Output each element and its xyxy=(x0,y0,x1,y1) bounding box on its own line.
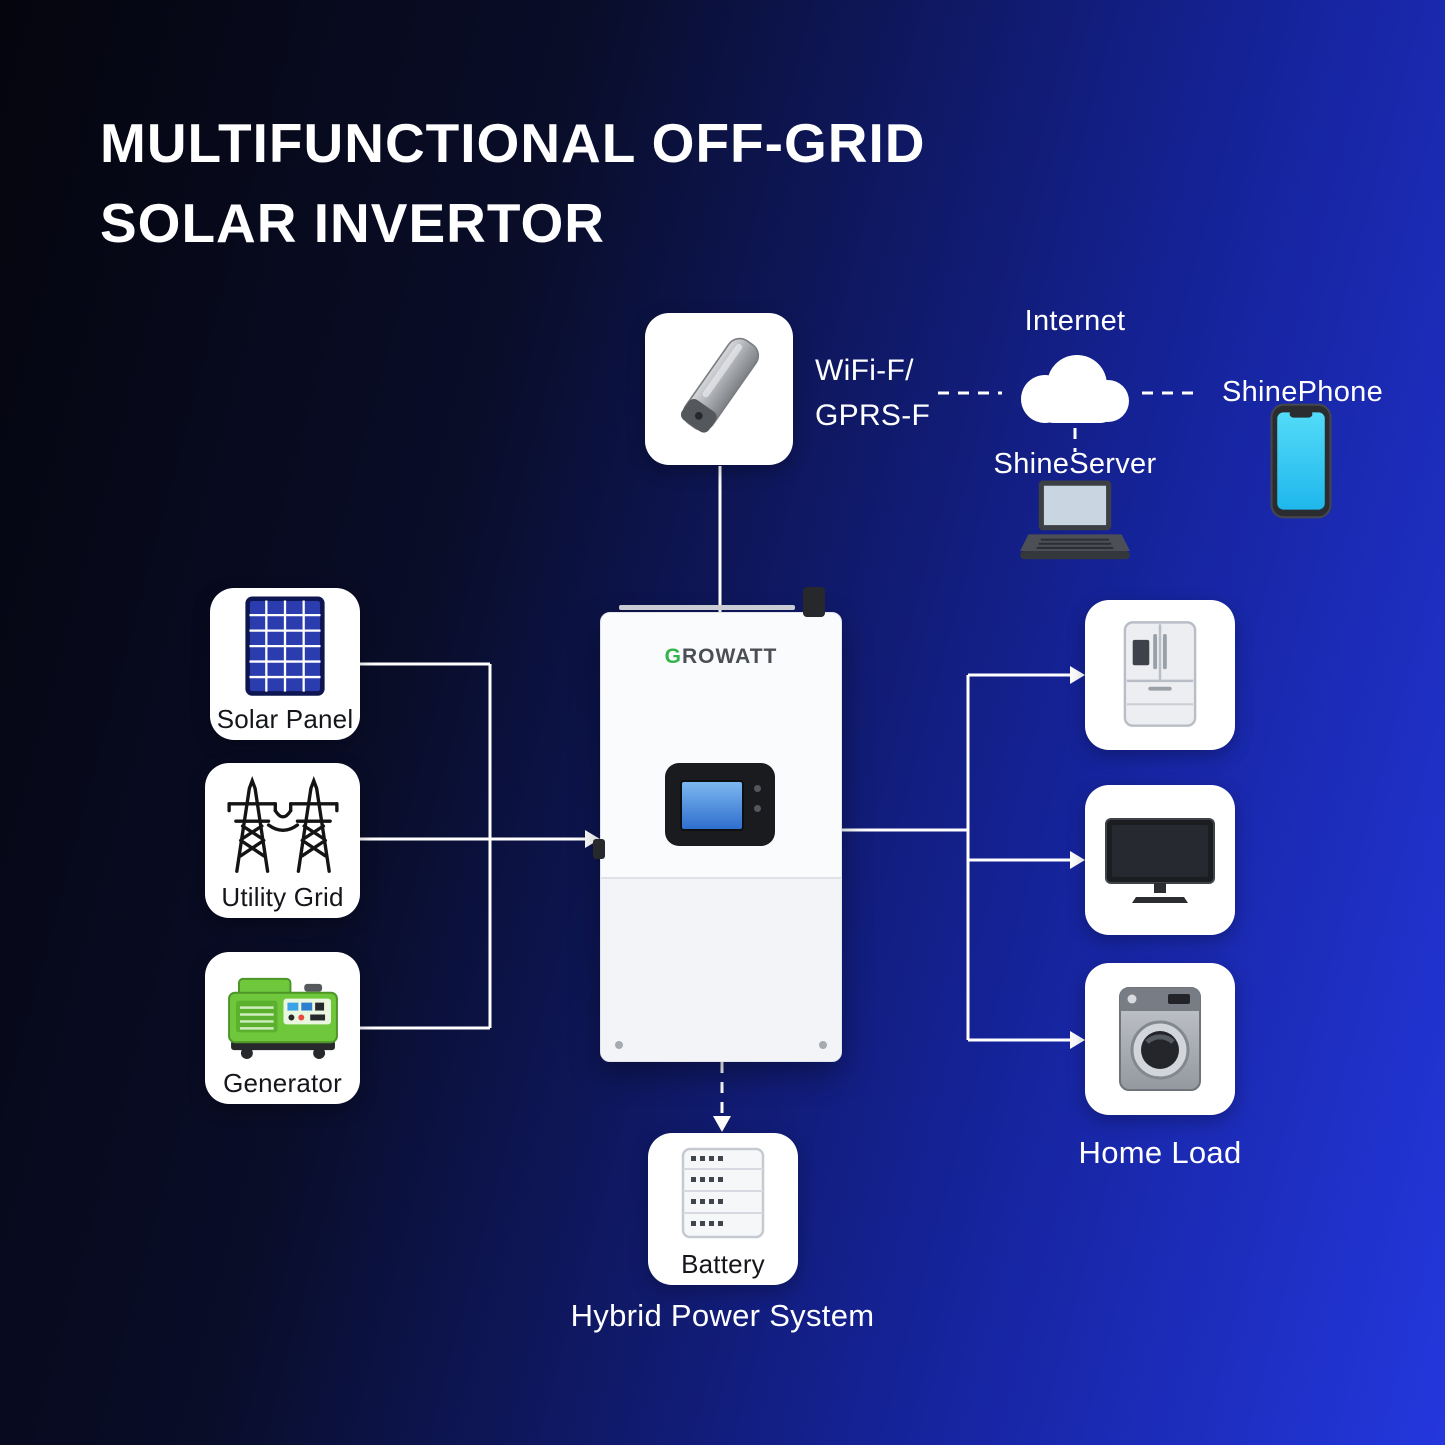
battery-stack-icon xyxy=(681,1147,765,1239)
page-title: MULTIFUNCTIONAL OFF-GRID SOLAR INVERTOR xyxy=(100,104,925,264)
cloud-icon xyxy=(1021,355,1129,423)
washing-machine-icon xyxy=(1119,987,1201,1091)
internet-label: Internet xyxy=(1024,305,1126,337)
card-label-solar-panel: Solar Panel xyxy=(216,704,354,734)
inverter-lower-panel xyxy=(601,877,841,1061)
card-generator: Generator xyxy=(205,952,360,1104)
inverter-led-1 xyxy=(754,785,761,792)
inverter-lcd-screen xyxy=(680,780,744,831)
home-load-label: Home Load xyxy=(1078,1135,1242,1170)
card-label-generator: Generator xyxy=(223,1068,342,1098)
card-refrigerator xyxy=(1085,600,1235,750)
line-sources-to-inverter xyxy=(360,662,586,1030)
growatt-logo-g: G xyxy=(664,645,682,668)
arrow-into-fridge xyxy=(1070,666,1085,684)
page-title-line-2: SOLAR INVERTOR xyxy=(100,191,605,254)
solar-panel-icon xyxy=(245,596,325,696)
page-title-line-1: MULTIFUNCTIONAL OFF-GRID xyxy=(100,112,926,174)
wifi-module-label: WiFi-F/ GPRS-F xyxy=(815,348,930,438)
inverter-mount-rail xyxy=(619,605,795,610)
card-television xyxy=(1085,785,1235,935)
inverter-side-clip xyxy=(593,839,605,859)
card-washing-machine xyxy=(1085,963,1235,1115)
card-solar-panel: Solar Panel xyxy=(210,588,360,740)
wifi-module-card xyxy=(645,313,793,465)
generator-icon xyxy=(227,977,338,1060)
television-icon xyxy=(1105,818,1215,903)
wifi-label-line-2: GPRS-F xyxy=(815,399,931,432)
shineserver-label: ShineServer xyxy=(993,448,1157,480)
arrow-into-washer xyxy=(1070,1031,1085,1049)
inverter-screw-right xyxy=(819,1041,827,1049)
inverter-antenna xyxy=(803,587,825,617)
wifi-label-line-1: WiFi-F/ xyxy=(815,354,914,387)
arrow-into-battery xyxy=(713,1116,731,1132)
card-label-battery: Battery xyxy=(681,1249,765,1279)
smartphone-icon xyxy=(1270,403,1332,519)
caption-hybrid-power-system: Hybrid Power System xyxy=(570,1298,875,1333)
wifi-dongle-icon xyxy=(680,337,760,433)
card-battery: Battery xyxy=(648,1133,798,1285)
refrigerator-icon xyxy=(1123,621,1197,727)
inverter-screw-left xyxy=(615,1041,623,1049)
growatt-logo-rest: ROWATT xyxy=(681,645,778,668)
arrow-into-tv xyxy=(1070,851,1085,869)
line-inverter-to-loads xyxy=(840,673,1071,1042)
inverter-led-2 xyxy=(754,805,761,812)
inverter-display xyxy=(665,763,775,846)
card-label-utility-grid: Utility Grid xyxy=(221,882,344,912)
card-utility-grid: Utility Grid xyxy=(205,763,360,918)
growatt-logo: GROWATT xyxy=(601,645,841,669)
shinephone-label: ShinePhone xyxy=(1221,376,1384,408)
laptop-icon xyxy=(1020,480,1130,560)
utility-grid-icon xyxy=(226,775,339,873)
inverter: GROWATT xyxy=(593,587,842,1062)
